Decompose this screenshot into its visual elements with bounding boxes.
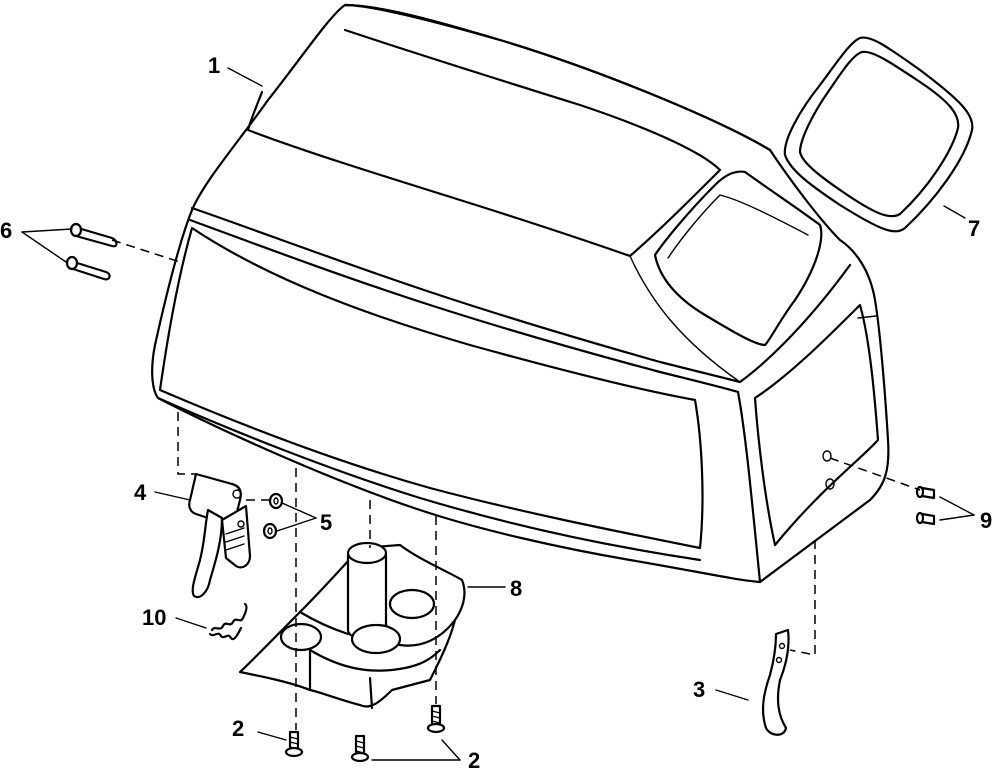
- callout-6: 6: [0, 218, 12, 243]
- latch-part: [188, 472, 252, 599]
- callout-5: 5: [320, 510, 332, 535]
- callout-2a: 2: [232, 716, 244, 741]
- hook-bracket: [761, 628, 790, 736]
- callout-10: 10: [142, 605, 166, 630]
- callout-2b: 2: [468, 748, 480, 771]
- window-frame-part: [783, 36, 974, 233]
- leader-lines: [21, 67, 975, 761]
- screw-left: [284, 730, 304, 758]
- mount-bracket: [238, 541, 466, 710]
- screws: [284, 704, 446, 763]
- engine-cover: [151, 3, 890, 584]
- callout-3: 3: [693, 677, 705, 702]
- callout-4: 4: [134, 480, 147, 505]
- spring-part: [208, 602, 248, 641]
- assembly-lines: [111, 239, 921, 730]
- washers-part: [262, 492, 284, 540]
- callouts: 1 6 7 4 5 8 10 3 9 2 2: [0, 53, 992, 771]
- pins-left: [65, 222, 118, 281]
- callout-7: 7: [968, 216, 980, 241]
- rivets-right: [915, 485, 936, 526]
- callout-1: 1: [208, 53, 220, 78]
- callout-8: 8: [510, 576, 522, 601]
- screw-middle: [350, 734, 370, 763]
- screw-right: [426, 704, 446, 734]
- callout-9: 9: [980, 508, 992, 533]
